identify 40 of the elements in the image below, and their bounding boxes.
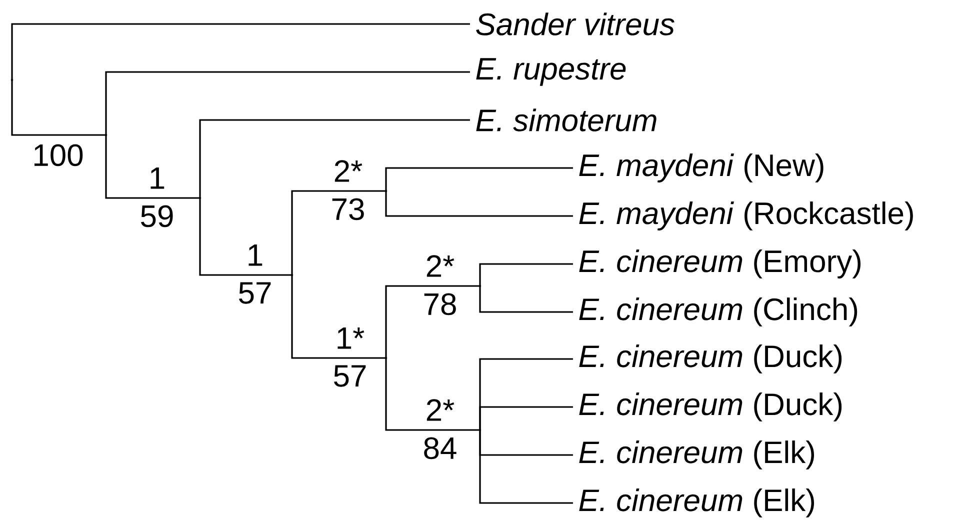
tree-branch: [11, 80, 106, 136]
tree-branch: [479, 263, 573, 286]
support-value: 1: [248, 244, 262, 266]
taxon-label: Sander vitreus: [476, 12, 674, 36]
support-value: 2*: [426, 399, 454, 421]
tree-branch: [105, 135, 200, 199]
taxon-label: E. cinereum (Emory): [579, 250, 860, 278]
tree-branch: [199, 119, 470, 198]
support-value: 73: [332, 198, 364, 220]
taxon-label: E. simoterum: [476, 108, 656, 132]
support-value: 57: [334, 365, 366, 387]
tree-branch: [385, 285, 480, 358]
tree-branch: [479, 286, 573, 313]
tree-branch: [479, 430, 573, 504]
taxon-label: E. maydeni (Rockcastle): [579, 202, 913, 230]
taxon-label: E. cinereum (Duck): [579, 344, 842, 374]
tree-branch: [479, 406, 573, 430]
tree-branch: [385, 167, 573, 191]
tree-branch: [291, 190, 386, 275]
support-value: 1*: [338, 327, 364, 349]
taxon-label: E. maydeni (New): [579, 154, 824, 182]
support-value: 2*: [334, 160, 362, 182]
taxon-label: E. cinereum (Clinch): [579, 298, 858, 326]
support-value: 78: [424, 293, 456, 316]
support-value: 57: [239, 282, 271, 304]
taxon-label: E. cinereum (Duck): [579, 392, 842, 422]
support-value: 2*: [426, 255, 454, 277]
tree-branch: [385, 191, 573, 217]
tree-branch: [199, 198, 292, 276]
tree-branch: [105, 71, 470, 135]
support-value: 100: [34, 144, 83, 166]
taxon-label: E. cinereum (Elk): [579, 488, 814, 518]
taxon-label: E. cinereum (Elk): [579, 440, 814, 470]
support-value: 84: [424, 437, 456, 460]
tree-branch: [291, 275, 386, 359]
tree-branch: [385, 358, 480, 431]
support-value: 59: [141, 205, 173, 228]
tree-branch: [11, 23, 470, 80]
support-value: 1: [150, 167, 164, 189]
taxon-label: E. rupestre: [476, 58, 626, 86]
